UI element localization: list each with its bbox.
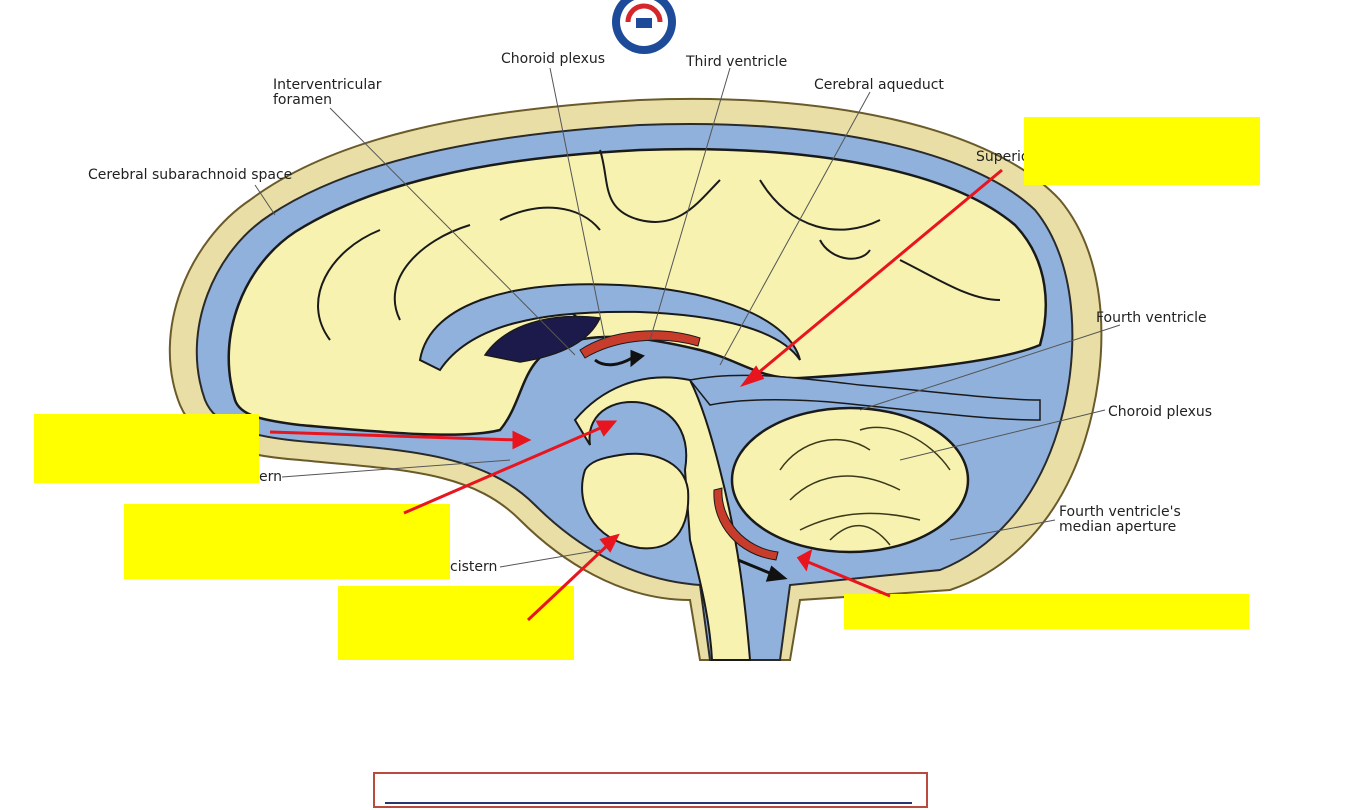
fourth-ventricle-channel — [688, 374, 1041, 421]
label-cerebral-aqueduct: Cerebral aqueduct — [814, 77, 944, 93]
highlight-box-superior — [1024, 117, 1260, 185]
highlight-box-bottom-middle — [338, 586, 574, 660]
label-choroid-plexus-right: Choroid plexus — [1108, 404, 1212, 420]
csf-flow-arrows — [594, 349, 788, 582]
label-superior-partial: Superio — [976, 149, 1029, 165]
cerebellum — [730, 406, 970, 554]
answer-box — [373, 772, 928, 808]
cerebellum-folia — [779, 426, 951, 546]
highlight-box-left-middle — [124, 504, 450, 579]
label-cistern-lower-partial: cistern — [450, 559, 497, 575]
label-fourth-ventricle: Fourth ventricle — [1096, 310, 1207, 326]
label-choroid-plexus-top: Choroid plexus — [501, 51, 605, 67]
highlight-box-bottom-right — [844, 594, 1249, 629]
highlight-box-left-upper — [34, 414, 259, 483]
label-median-aperture-1: Fourth ventricle's — [1059, 504, 1181, 520]
label-median-aperture-2: median aperture — [1059, 519, 1176, 535]
gyri-lines — [317, 149, 1001, 341]
label-cerebral-subarachnoid: Cerebral subarachnoid space — [88, 167, 292, 183]
ventricle-band — [418, 283, 801, 372]
label-third-ventricle: Third ventricle — [685, 54, 787, 70]
choroid-plexus-third — [579, 330, 701, 359]
label-interventricular-2: foramen — [273, 92, 332, 108]
choroid-plexus-fourth — [713, 487, 779, 561]
leader-lines — [254, 67, 1121, 568]
pons — [581, 452, 690, 550]
lateral-ventricle — [483, 315, 602, 363]
university-seal-icon — [612, 0, 676, 54]
answer-underline — [385, 802, 912, 804]
label-cistern-upper-partial: ern — [259, 469, 282, 485]
label-interventricular-1: Interventricular — [273, 77, 382, 93]
red-pointer-arrows — [269, 168, 1003, 622]
